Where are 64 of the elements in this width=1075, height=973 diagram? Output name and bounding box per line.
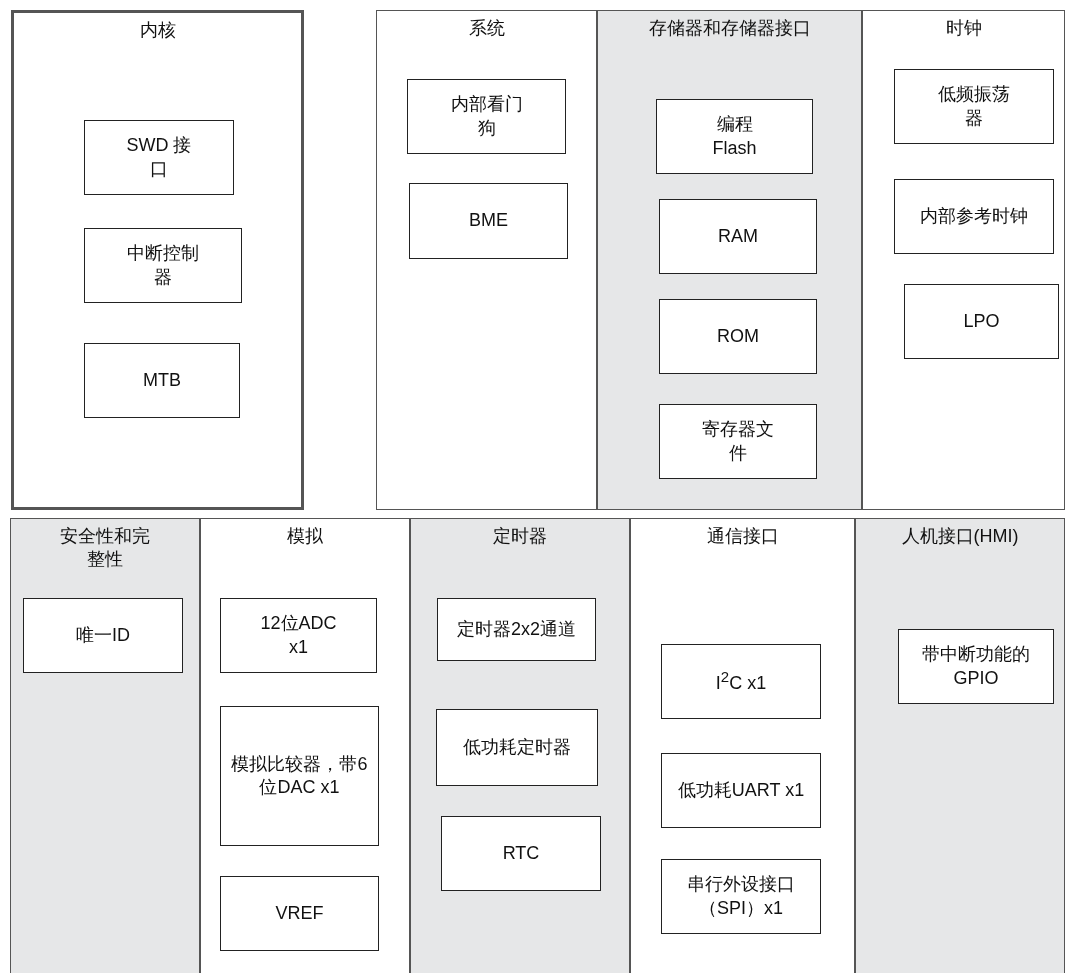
component-label: 带中断功能的GPIO xyxy=(921,643,1031,690)
component-label: SWD 接口 xyxy=(125,134,193,181)
component-label: 低功耗定时器 xyxy=(462,735,572,759)
component-label: 低功耗UART x1 xyxy=(676,778,806,802)
component-label: I$^{2}$C x1 xyxy=(714,667,768,696)
component-box xyxy=(220,876,379,951)
component-label: RTC xyxy=(501,841,541,865)
component-label: 内部看门狗 xyxy=(449,93,524,140)
component-box xyxy=(659,299,817,374)
component-box xyxy=(904,284,1059,359)
component-box xyxy=(23,598,183,673)
column-heading: 存储器和存储器接口 xyxy=(647,17,812,40)
component-box xyxy=(656,99,813,174)
component-box xyxy=(84,120,234,195)
column-panel xyxy=(410,518,630,973)
component-box xyxy=(84,343,240,418)
component-label: 唯一ID xyxy=(75,623,131,647)
component-box xyxy=(220,598,377,673)
component-label: 编程 Flash xyxy=(711,113,758,160)
component-box xyxy=(437,598,596,661)
component-label: LPO xyxy=(962,309,1001,333)
component-box xyxy=(441,816,601,891)
component-box xyxy=(220,706,379,846)
component-box xyxy=(407,79,566,154)
component-label: 中断控制器 xyxy=(126,242,200,289)
component-label: 低频振荡器 xyxy=(937,83,1011,130)
component-box xyxy=(894,69,1054,144)
component-box xyxy=(659,404,817,479)
component-label: 串行外设接口（SPI）x1 xyxy=(686,873,796,920)
component-label: 内部参考时钟 xyxy=(919,204,1029,228)
component-box xyxy=(84,228,242,303)
column-heading: 模拟 xyxy=(286,525,324,548)
column-heading: 通信接口 xyxy=(705,525,780,548)
column-heading: 系统 xyxy=(467,17,506,40)
column-panel xyxy=(200,518,410,973)
component-label: MTB xyxy=(142,368,182,392)
column-panel xyxy=(376,10,597,510)
component-label: BME xyxy=(468,209,509,233)
component-box xyxy=(661,753,821,828)
component-box xyxy=(661,644,821,719)
column-heading: 时钟 xyxy=(944,17,983,40)
core-panel xyxy=(11,10,304,510)
component-label: 模拟比较器，带6位DAC x1 xyxy=(230,752,369,799)
component-label: VREF xyxy=(274,901,325,925)
component-label: 12位ADC x1 xyxy=(259,612,338,659)
column-panel xyxy=(10,518,200,973)
component-box xyxy=(659,199,817,274)
component-box xyxy=(898,629,1054,704)
column-panel xyxy=(862,10,1065,510)
component-box xyxy=(409,183,568,259)
column-heading: 人机接口(HMI) xyxy=(900,525,1020,548)
component-box xyxy=(436,709,598,786)
component-box xyxy=(661,859,821,934)
component-label: 寄存器文件 xyxy=(701,418,775,465)
component-box xyxy=(894,179,1054,254)
column-heading: 定时器 xyxy=(492,525,548,548)
component-label: 定时器2x2通道 xyxy=(456,617,577,641)
column-panel xyxy=(597,10,862,510)
column-heading: 安全性和完整性 xyxy=(59,525,151,570)
column-panel xyxy=(855,518,1065,973)
component-label: RAM xyxy=(717,224,759,248)
column-heading: 内核 xyxy=(138,19,177,42)
component-label: ROM xyxy=(716,324,760,348)
column-panel xyxy=(630,518,855,973)
